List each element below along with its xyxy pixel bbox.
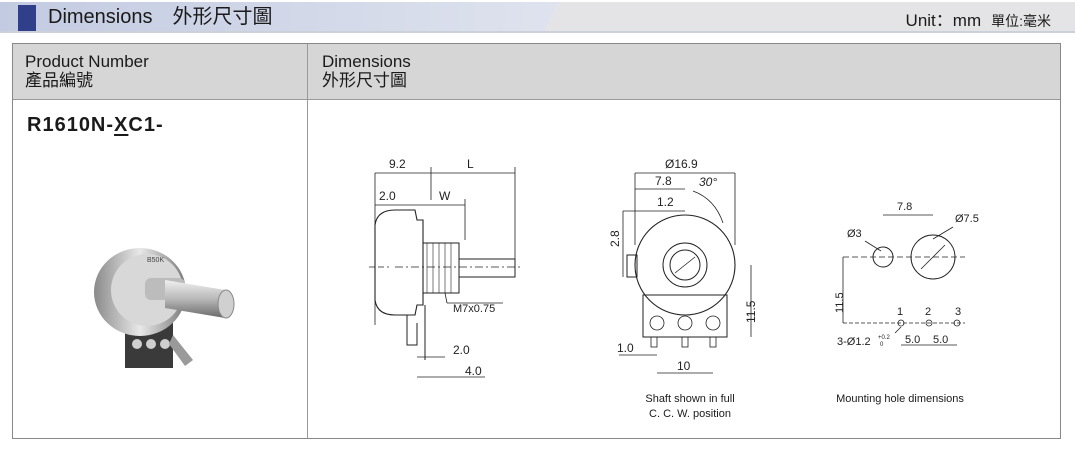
dim-L: L	[467, 157, 474, 171]
dim-16-9: Ø16.9	[665, 157, 698, 171]
header-accent-bar	[18, 5, 36, 31]
thread-spec: M7x0.75	[453, 303, 495, 315]
hole-dim-3-1-2: 3-Ø1.2	[837, 336, 871, 348]
hole-dim-3: Ø3	[847, 228, 862, 240]
part-number-variable: X	[114, 114, 129, 136]
photo-pin-2	[146, 339, 156, 349]
part-number: R1610N-XC1-	[27, 114, 164, 137]
hole-dim-11-5: 11.5	[834, 292, 846, 313]
pin-label-1: 1	[897, 306, 903, 318]
front-view-drawing: Ø16.9 7.8 30° 1.2 2.8 11.5 1.0 10	[608, 157, 758, 374]
product-number-header: Product Number 產品編號	[25, 52, 149, 90]
photo-pin-1	[132, 339, 142, 349]
front-caption-line-1: Shaft shown in full	[645, 393, 735, 405]
header-band-bg	[0, 2, 1075, 33]
unit-label: Unit：mm 單位:毫米	[906, 6, 1051, 31]
table-header: Product Number 產品編號 Dimensions 外形尺寸圖	[13, 44, 1060, 100]
column-divider	[307, 44, 308, 438]
dim-11-5: 11.5	[744, 300, 758, 323]
pin-label-3: 3	[955, 306, 961, 318]
dim-4-0: 4.0	[465, 364, 482, 378]
mounting-hole-caption: Mounting hole dimensions	[836, 393, 964, 405]
angle-30: 30°	[699, 175, 717, 189]
unit-en: Unit：mm	[905, 11, 982, 30]
part-number-suffix: C1-	[128, 114, 164, 136]
side-body	[374, 209, 424, 316]
dim-1-0: 1.0	[617, 341, 634, 355]
photo-label: B50K	[147, 257, 164, 264]
hole-dim-5-0a: 5.0	[905, 334, 920, 346]
product-number-header-zh: 產品編號	[25, 71, 93, 90]
hole-tol-zero: 0	[880, 342, 884, 348]
pin-label-2: 2	[925, 306, 931, 318]
dim-2-0-top: 2.0	[379, 189, 396, 203]
hole-tol-plus: +0.2	[878, 335, 891, 341]
dim-W: W	[439, 189, 451, 203]
dim-2-8: 2.8	[608, 230, 622, 247]
dimensions-header: Dimensions 外形尺寸圖	[322, 52, 411, 90]
dimensions-header-zh: 外形尺寸圖	[322, 71, 407, 90]
dim-2-0-bottom: 2.0	[453, 343, 470, 357]
front-body	[634, 214, 736, 316]
header-band: Dimensions 外形尺寸圖 Unit：mm 單位:毫米	[0, 0, 1075, 33]
dim-9-2: 9.2	[389, 157, 406, 171]
page-title: Dimensions 外形尺寸圖	[48, 6, 273, 28]
dimension-table: Product Number 產品編號 Dimensions 外形尺寸圖 R16…	[12, 43, 1061, 439]
dimensions-header-en: Dimensions	[322, 52, 411, 71]
photo-shaft	[165, 280, 230, 318]
potentiometer-photo: B50K	[94, 248, 235, 368]
product-number-header-en: Product Number	[25, 52, 149, 71]
hole-dim-7-8: 7.8	[897, 201, 912, 213]
front-view-caption: Shaft shown in full C. C. W. position	[610, 392, 770, 422]
dim-1-2: 1.2	[657, 195, 674, 209]
photo-pin-3	[160, 339, 170, 349]
front-caption-line-2: C. C. W. position	[649, 408, 731, 420]
hole-dim-7-5: Ø7.5	[955, 213, 979, 225]
mounting-hole-drawing: 7.8 Ø7.5 Ø3 11.5 1 2 3 3-Ø1.2 +0.2 0 5.0…	[834, 201, 979, 348]
dim-10: 10	[677, 359, 691, 373]
unit-zh: 單位:毫米	[991, 13, 1051, 29]
side-view-drawing: 9.2 L 2.0 W M7x0.75 2.0 4.0	[369, 157, 523, 378]
hole-dim-5-0b: 5.0	[933, 334, 948, 346]
part-number-prefix: R1610N-	[27, 114, 115, 136]
side-bushing	[422, 242, 460, 294]
dim-7-8: 7.8	[655, 174, 672, 188]
side-shaft	[458, 258, 516, 278]
